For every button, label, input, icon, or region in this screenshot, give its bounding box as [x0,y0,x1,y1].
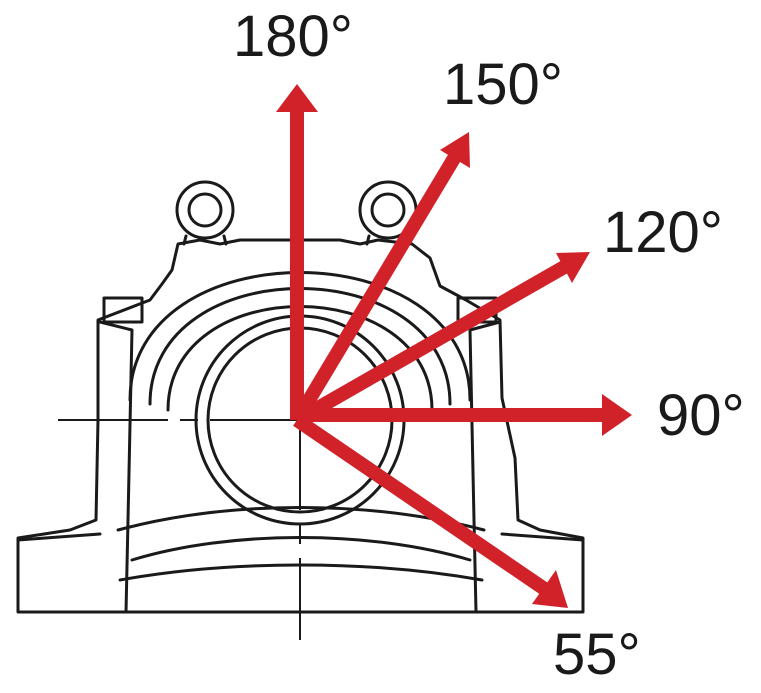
arrow-90-head [602,394,632,436]
angle-label-55: 55° [553,622,641,687]
angle-label-120: 120° [603,200,723,265]
angle-label-180: 180° [233,4,353,69]
cap-bolt-left [102,296,144,324]
arrow-120-head [556,252,590,283]
center-lines [58,419,301,640]
angle-label-150: 150° [443,52,563,117]
arrow-55-shaft [293,414,550,596]
arrow-150-head [440,132,470,168]
eyebolt-left-hole [187,192,223,228]
load-arrows [276,84,632,608]
eyebolt-left-neck [182,234,228,246]
eyebolt-right-hole [370,192,406,228]
eyebolt-left [175,180,235,240]
base-top-line [16,532,102,542]
arrow-120-shaft [293,259,570,427]
base-top-line-right [500,532,585,542]
arrow-55-head [532,570,568,608]
arrow-150-shaft [290,151,463,424]
body-outline-left [98,320,134,614]
angle-label-90: 90° [657,383,745,448]
arrow-180-head [276,84,318,112]
body-outline-right [468,320,502,614]
